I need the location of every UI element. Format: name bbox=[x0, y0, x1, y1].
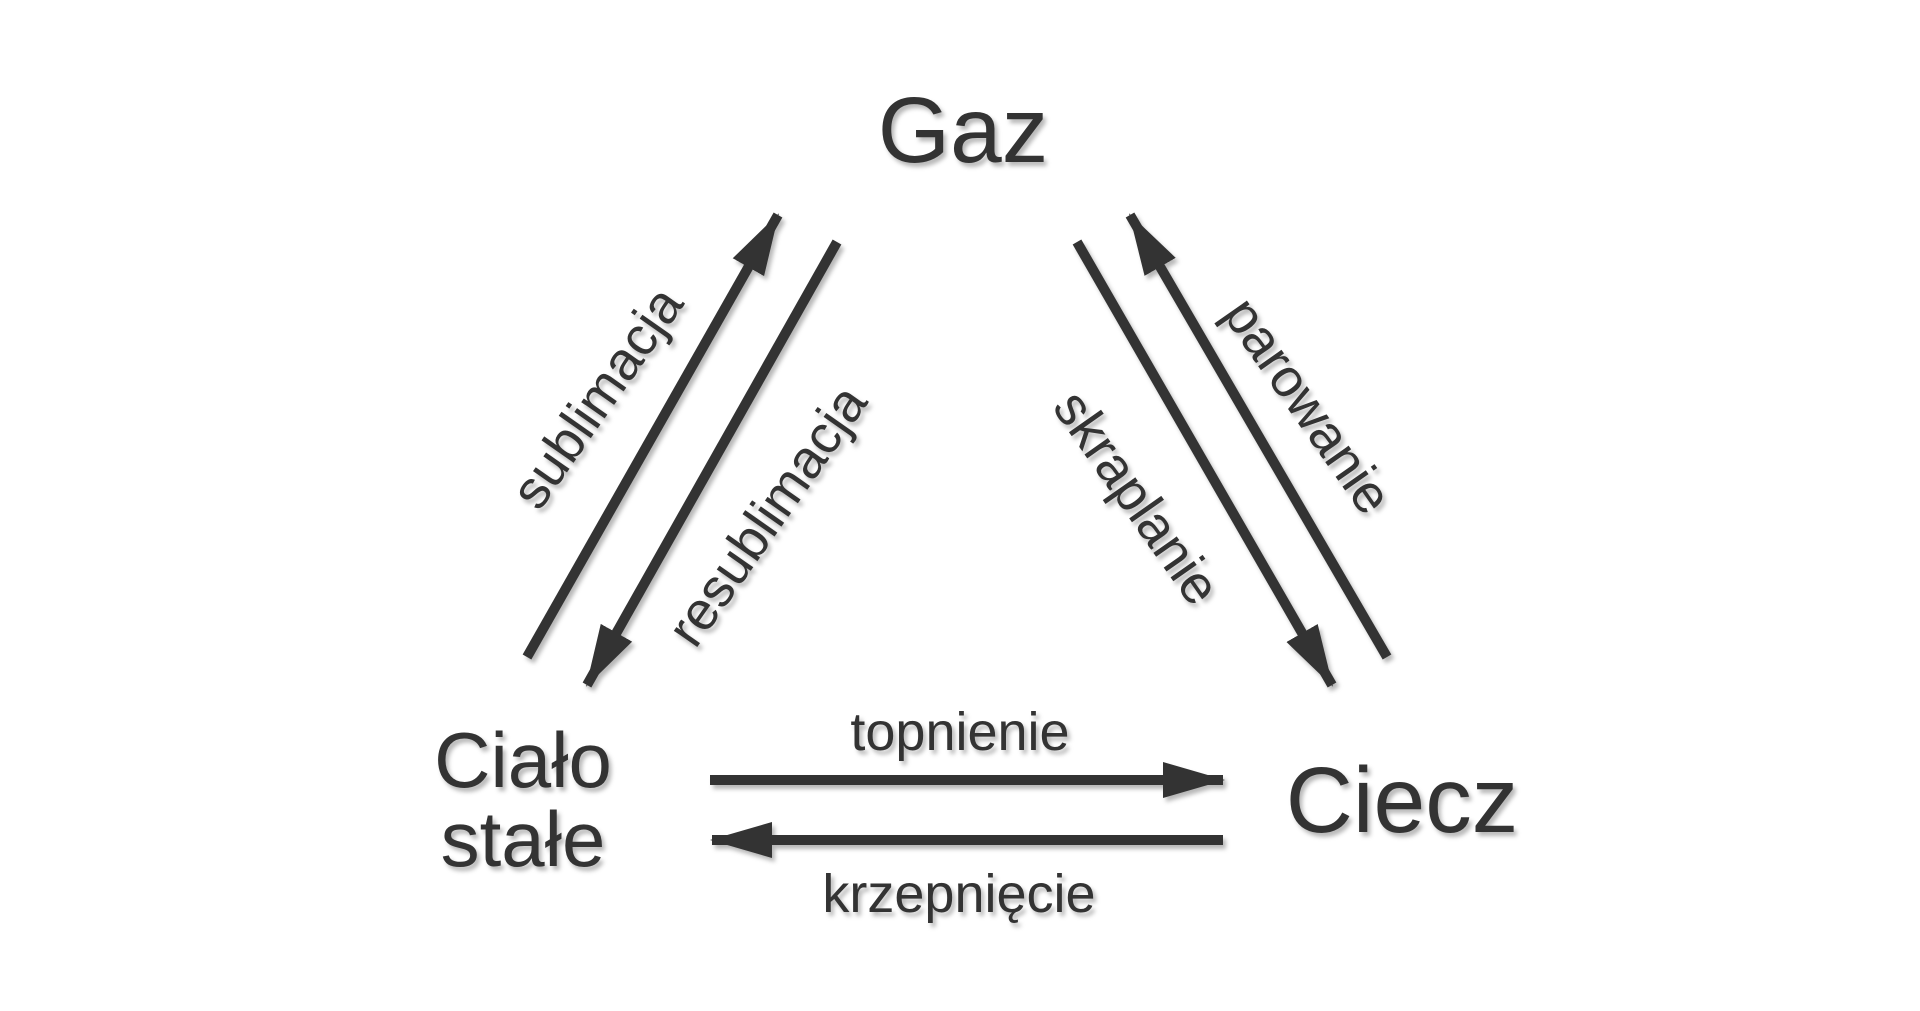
liquid-node-label: Ciecz bbox=[1286, 748, 1519, 852]
deposition-arrow bbox=[582, 239, 842, 688]
sublimation-arrow bbox=[522, 212, 783, 660]
condensation-arrow bbox=[1072, 239, 1337, 688]
melting-label: topnienie bbox=[850, 702, 1069, 762]
solid-node-label-line2: stałe bbox=[441, 795, 606, 883]
deposition-label: resublimacja bbox=[656, 374, 880, 658]
condensation-label: skraplanie bbox=[1042, 380, 1232, 616]
evaporation-arrow bbox=[1125, 212, 1392, 660]
sublimation-label: sublimacja bbox=[500, 275, 696, 519]
freezing-label: krzepnięcie bbox=[822, 864, 1095, 924]
gas-node-label: Gaz bbox=[878, 78, 1049, 182]
solid-node-label-line1: Ciało bbox=[434, 716, 612, 804]
